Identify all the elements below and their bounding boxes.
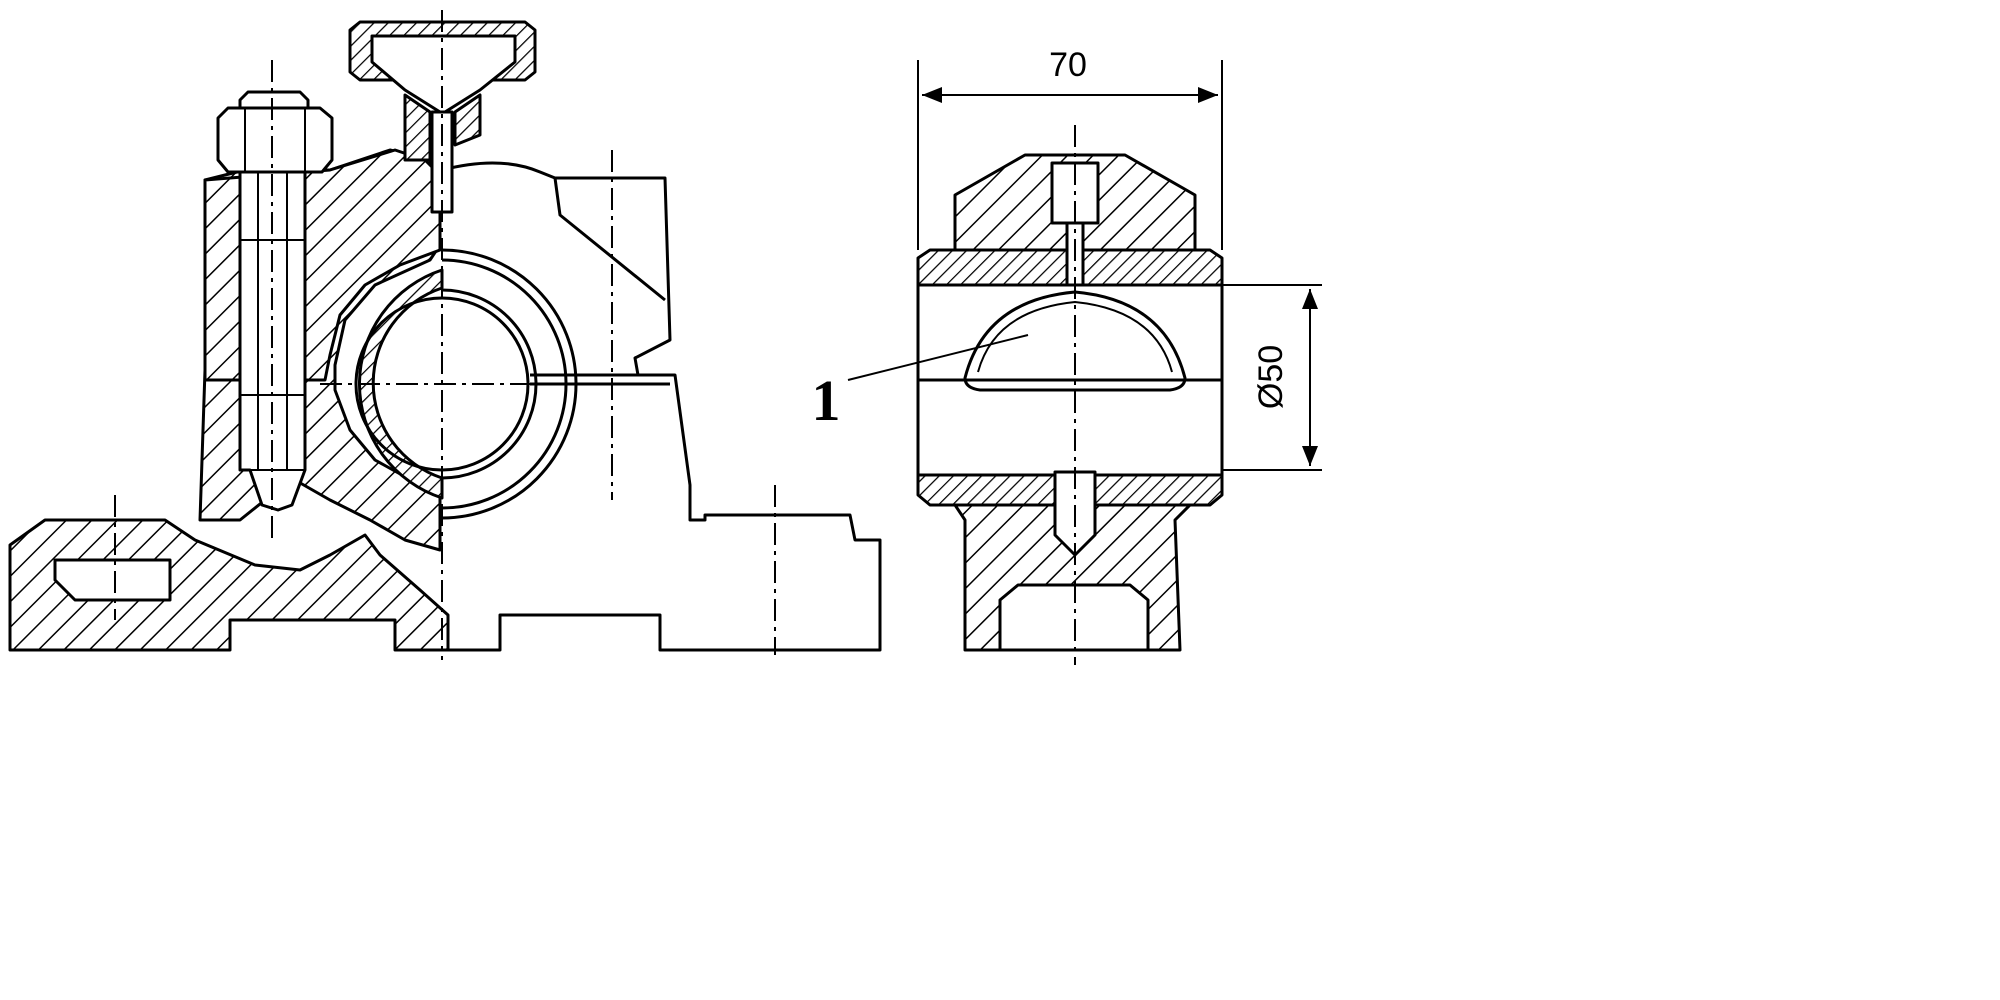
oil-cup-stem [403,93,432,162]
callout-1-label: 1 [812,368,841,433]
bolt-end [238,90,310,110]
oil-cup-stem-right [453,93,482,147]
side-body-pocket [998,583,1150,652]
side-view-section [916,125,1224,665]
callout-1-leader [847,334,1029,381]
callout-1: 1 [812,334,1029,433]
dimension-diameter-label: Ø50 [1252,345,1290,409]
dimension-diameter: Ø50 [1222,284,1322,471]
oil-groove-item-1 [963,290,1187,392]
hex-nut [216,106,334,174]
dimension-width-label: 70 [1049,46,1087,84]
oil-cup-inner [370,34,517,114]
base-pocket-left [53,558,172,602]
dimension-width: 70 [917,46,1223,250]
base-left-section [8,518,450,652]
cap-outline-right [553,177,666,302]
body-exterior-right [441,161,882,652]
front-view-half-section [8,10,882,660]
